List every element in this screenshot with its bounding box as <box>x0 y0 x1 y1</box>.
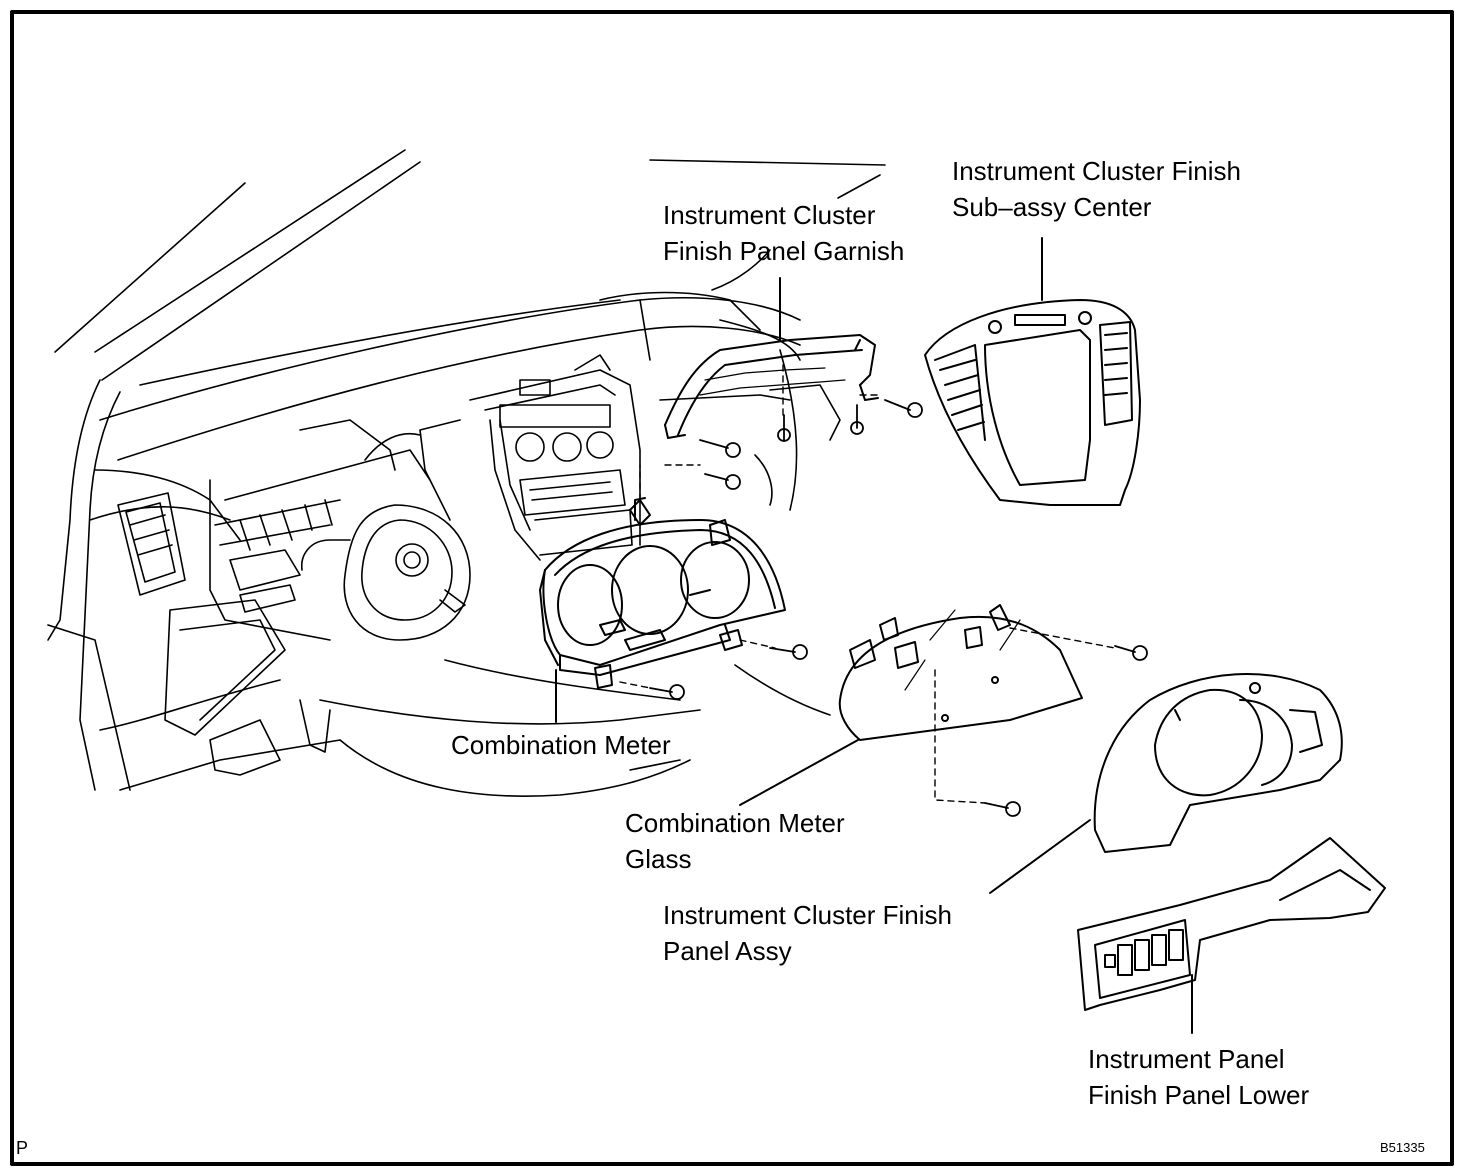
section-letter: P <box>16 1138 29 1158</box>
label-line: Finish Panel Lower <box>1088 1080 1310 1110</box>
label-line: Finish Panel Garnish <box>663 236 905 266</box>
label-line: Combination Meter <box>451 730 671 760</box>
leader-finish-panel-assy <box>989 819 1091 894</box>
label-combination-meter-glass: Combination Meter Glass <box>625 805 845 877</box>
label-line: Glass <box>625 844 692 874</box>
diagram-border <box>10 10 1454 1166</box>
label-finish-panel-assy: Instrument Cluster Finish Panel Assy <box>663 897 952 969</box>
assembly-dashed-lines <box>619 364 1116 804</box>
label-line: Sub–assy Center <box>952 192 1152 222</box>
label-line: Instrument Cluster Finish <box>663 900 952 930</box>
screws <box>649 399 1148 817</box>
leader-lines <box>555 237 1193 1034</box>
finish-sub-assy-center-drawing <box>924 299 1141 506</box>
label-finish-sub-assy-center: Instrument Cluster Finish Sub–assy Cente… <box>952 153 1241 225</box>
combination-meter-drawing <box>539 497 786 689</box>
label-line: Instrument Cluster Finish <box>952 156 1241 186</box>
finish-panel-garnish-drawing <box>664 334 879 439</box>
leader-combination-meter-glass <box>739 739 859 806</box>
label-line: Instrument Panel <box>1088 1044 1285 1074</box>
label-finish-panel-garnish: Instrument Cluster Finish Panel Garnish <box>663 197 904 269</box>
finish-panel-assy-drawing <box>1093 672 1343 853</box>
figure-code: B51335 <box>1380 1140 1425 1155</box>
finish-panel-lower-drawing <box>1077 837 1386 1011</box>
label-combination-meter: Combination Meter <box>451 727 671 763</box>
label-finish-panel-lower: Instrument Panel Finish Panel Lower <box>1088 1041 1309 1113</box>
label-line: Combination Meter <box>625 808 845 838</box>
label-line: Panel Assy <box>663 936 792 966</box>
dashboard-illustration <box>47 149 886 797</box>
label-line: Instrument Cluster <box>663 200 876 230</box>
combination-meter-glass-drawing <box>838 604 1083 741</box>
